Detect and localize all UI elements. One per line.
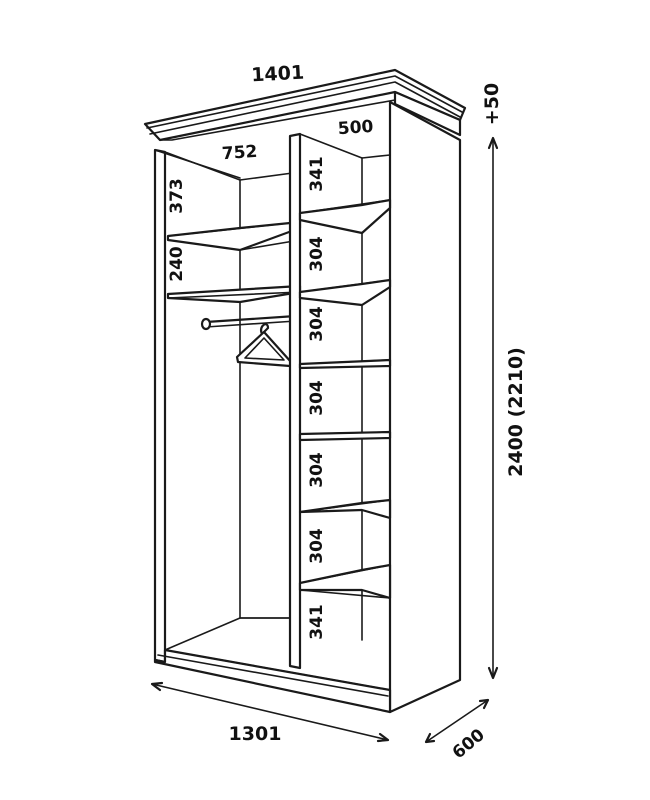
right-section-back <box>361 154 391 641</box>
bottom-base <box>153 617 392 714</box>
right-gap-label: 304 <box>307 236 327 272</box>
cornice-width-label: 1401 <box>251 62 305 87</box>
height-total-label: 2400 (2210) <box>505 347 527 477</box>
right-gap-label: 341 <box>307 604 327 640</box>
hanger-icon <box>235 323 293 368</box>
left-shelf-1 <box>166 220 302 252</box>
left-side-panel <box>153 148 241 664</box>
right-shelves <box>298 198 392 600</box>
left-shelf-2 <box>166 284 302 304</box>
depth-total-label: 600 <box>449 725 489 763</box>
depth-dimension-line <box>424 698 490 744</box>
right-gap-label: 304 <box>307 528 327 564</box>
right-gap-label: 304 <box>307 306 327 342</box>
cornice-height-label: +50 <box>481 83 503 125</box>
right-side-panel <box>388 100 462 714</box>
right-gap-label: 304 <box>307 452 327 488</box>
left-top-gap-label: 373 <box>167 178 187 214</box>
width-dimension-line <box>150 681 390 743</box>
shelf-depth-label: 500 <box>337 117 374 139</box>
cornice <box>143 68 467 142</box>
middle-divider <box>288 132 363 670</box>
rail-icon <box>200 314 298 331</box>
shelf-width-label: 752 <box>221 142 258 164</box>
left-middle-gap-label: 240 <box>167 246 187 282</box>
height-dimension-line <box>487 136 499 680</box>
right-gap-labels: 341 304 304 304 304 304 341 <box>307 156 327 640</box>
right-gap-label: 304 <box>307 380 327 416</box>
right-gap-label: 341 <box>307 156 327 192</box>
width-total-label: 1301 <box>229 723 282 745</box>
